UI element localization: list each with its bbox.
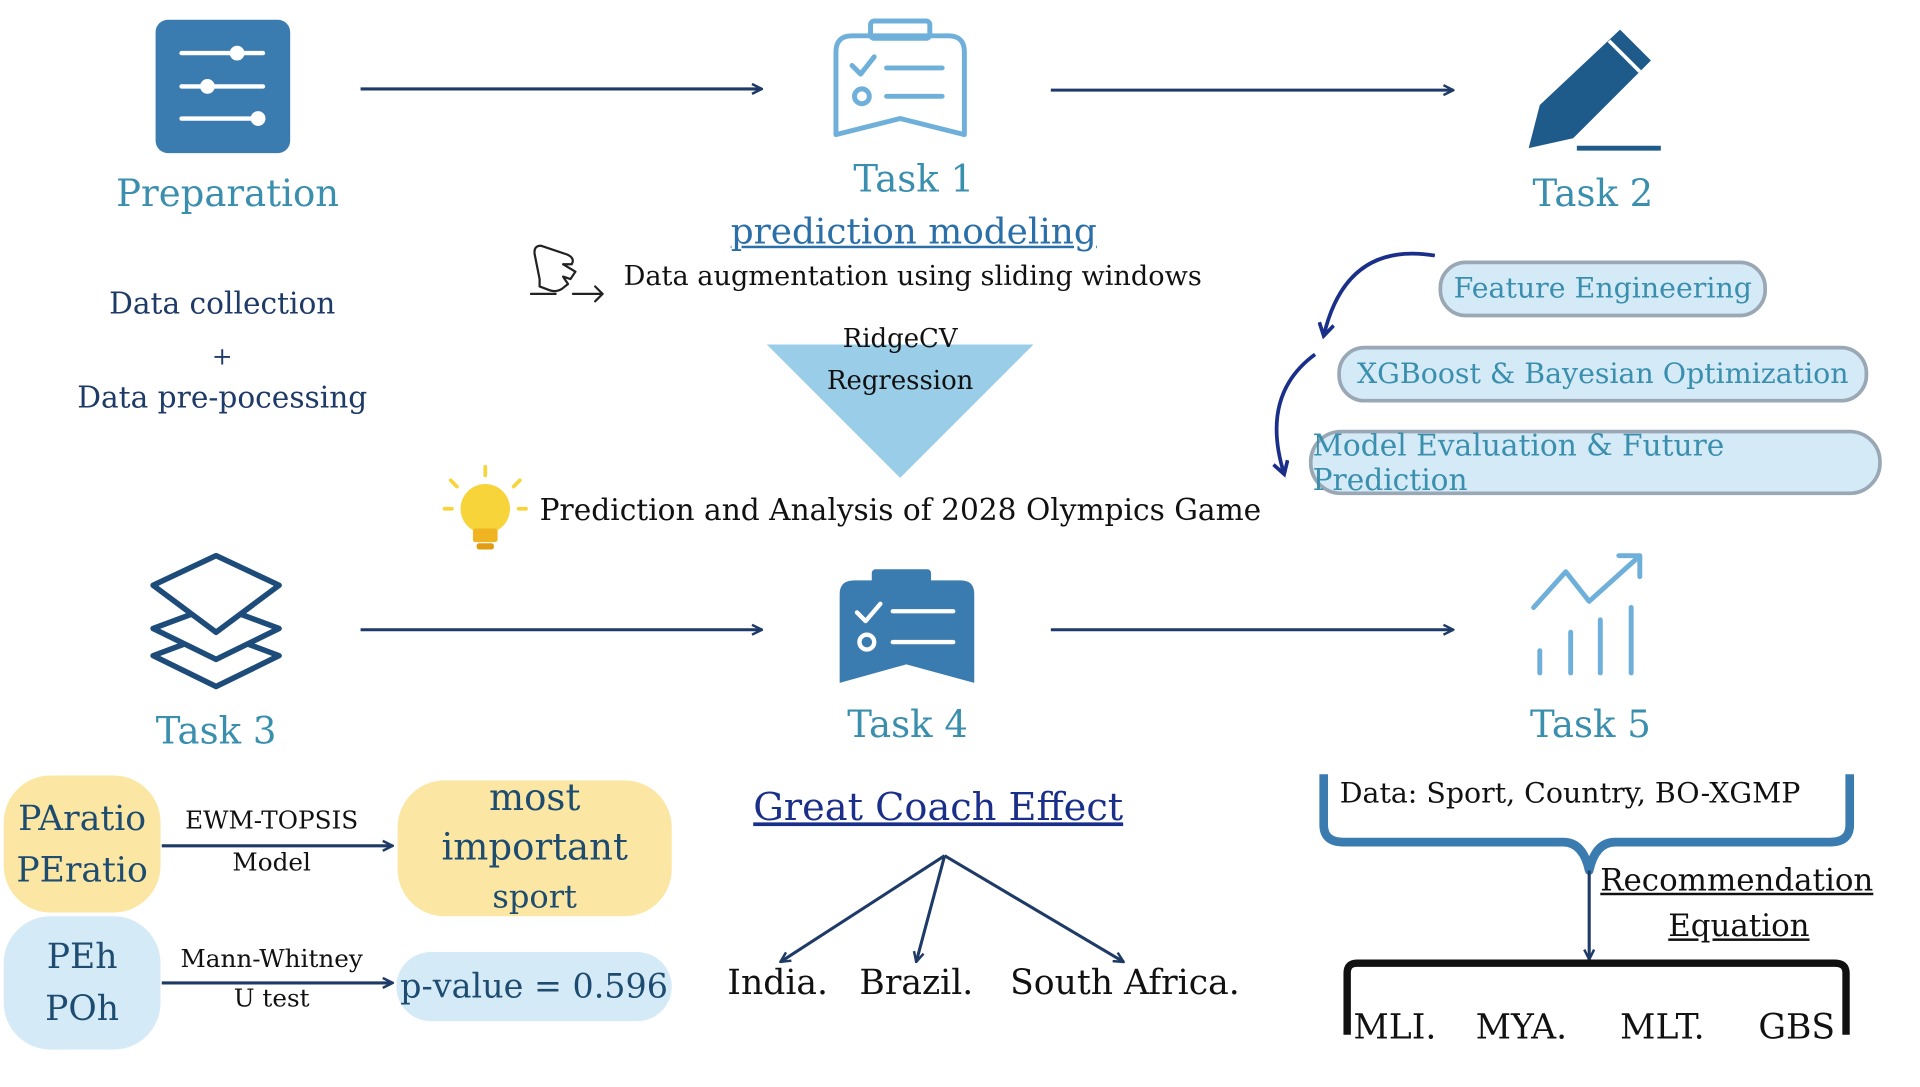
model-line2: Regression xyxy=(826,365,974,396)
rec-line2: Equation xyxy=(1668,907,1810,944)
task2-step-model-evaluation: Model Evaluation & Future Prediction xyxy=(1308,428,1882,497)
lightbulb-icon xyxy=(442,464,528,550)
model-line1: RidgeCV xyxy=(842,323,958,354)
task2-title: Task 2 xyxy=(1532,172,1654,217)
prep-plus: + xyxy=(211,340,233,371)
code-gbs: GBS xyxy=(1758,1006,1836,1048)
code-mlt: MLT. xyxy=(1620,1006,1705,1048)
prediction-result-text: Prediction and Analysis of 2028 Olympics… xyxy=(539,492,1262,528)
task4-branch-arrows xyxy=(780,854,1123,962)
curved-arrow-task2-b xyxy=(1277,352,1317,474)
task4-subtitle-link[interactable]: Great Coach Effect xyxy=(753,785,1124,830)
input-poh: POh xyxy=(45,987,120,1029)
task3-output1: most important sport xyxy=(397,777,672,917)
task5-title: Task 5 xyxy=(1530,703,1651,748)
sliders-icon xyxy=(155,19,291,154)
task2-step-feature-engineering: Feature Engineering xyxy=(1438,260,1767,318)
input-paratio: PAratio xyxy=(18,797,147,838)
rec-line1: Recommendation xyxy=(1600,861,1874,898)
input-peh: PEh xyxy=(46,935,118,977)
input-peratio: PEratio xyxy=(16,848,148,890)
method1-line1: EWM-TOPSIS xyxy=(185,805,359,835)
model-triangle xyxy=(766,344,1034,478)
method2-line2: U test xyxy=(233,982,310,1013)
task3-inputs2: PEh POh xyxy=(3,916,161,1050)
clipboard-icon xyxy=(839,569,975,683)
task1-subtitle-link[interactable]: prediction modeling xyxy=(730,209,1097,252)
task1-title: Task 1 xyxy=(853,158,975,202)
preparation-title: Preparation xyxy=(116,172,340,217)
layers-icon xyxy=(150,552,282,690)
clipboard-checklist-icon xyxy=(833,18,967,138)
country-india: India. xyxy=(727,961,829,1003)
task4-title: Task 4 xyxy=(847,703,968,748)
task5-result-bracket xyxy=(1343,959,1850,1035)
country-south-africa: South Africa. xyxy=(1010,961,1240,1003)
task5-data-line: Data: Sport, Country, BO-XGMP xyxy=(1339,777,1801,811)
pencil-icon xyxy=(1528,29,1661,151)
prep-step-preprocessing: Data pre-pocessing xyxy=(77,380,368,415)
method1-line2: Model xyxy=(232,847,311,877)
task2-step-xgboost: XGBoost & Bayesian Optimization xyxy=(1337,345,1869,403)
task1-augmentation-note: Data augmentation using sliding windows xyxy=(623,261,1202,293)
output1-line2: sport xyxy=(492,879,577,917)
code-mya: MYA. xyxy=(1475,1006,1568,1048)
growth-chart-icon xyxy=(1531,553,1643,676)
curved-arrow-task2-a xyxy=(1324,251,1436,336)
hand-pointer-icon xyxy=(529,244,604,303)
code-mli: MLI. xyxy=(1353,1006,1437,1048)
country-brazil: Brazil. xyxy=(859,961,974,1003)
task3-title: Task 3 xyxy=(155,710,277,754)
task3-inputs1: PAratio PEratio xyxy=(3,775,161,913)
task3-output2: p-value = 0.596 xyxy=(396,952,672,1022)
output1-line1: most important xyxy=(441,776,628,870)
method2-line1: Mann-Whitney xyxy=(180,943,363,974)
prep-step-collection: Data collection xyxy=(109,286,336,322)
